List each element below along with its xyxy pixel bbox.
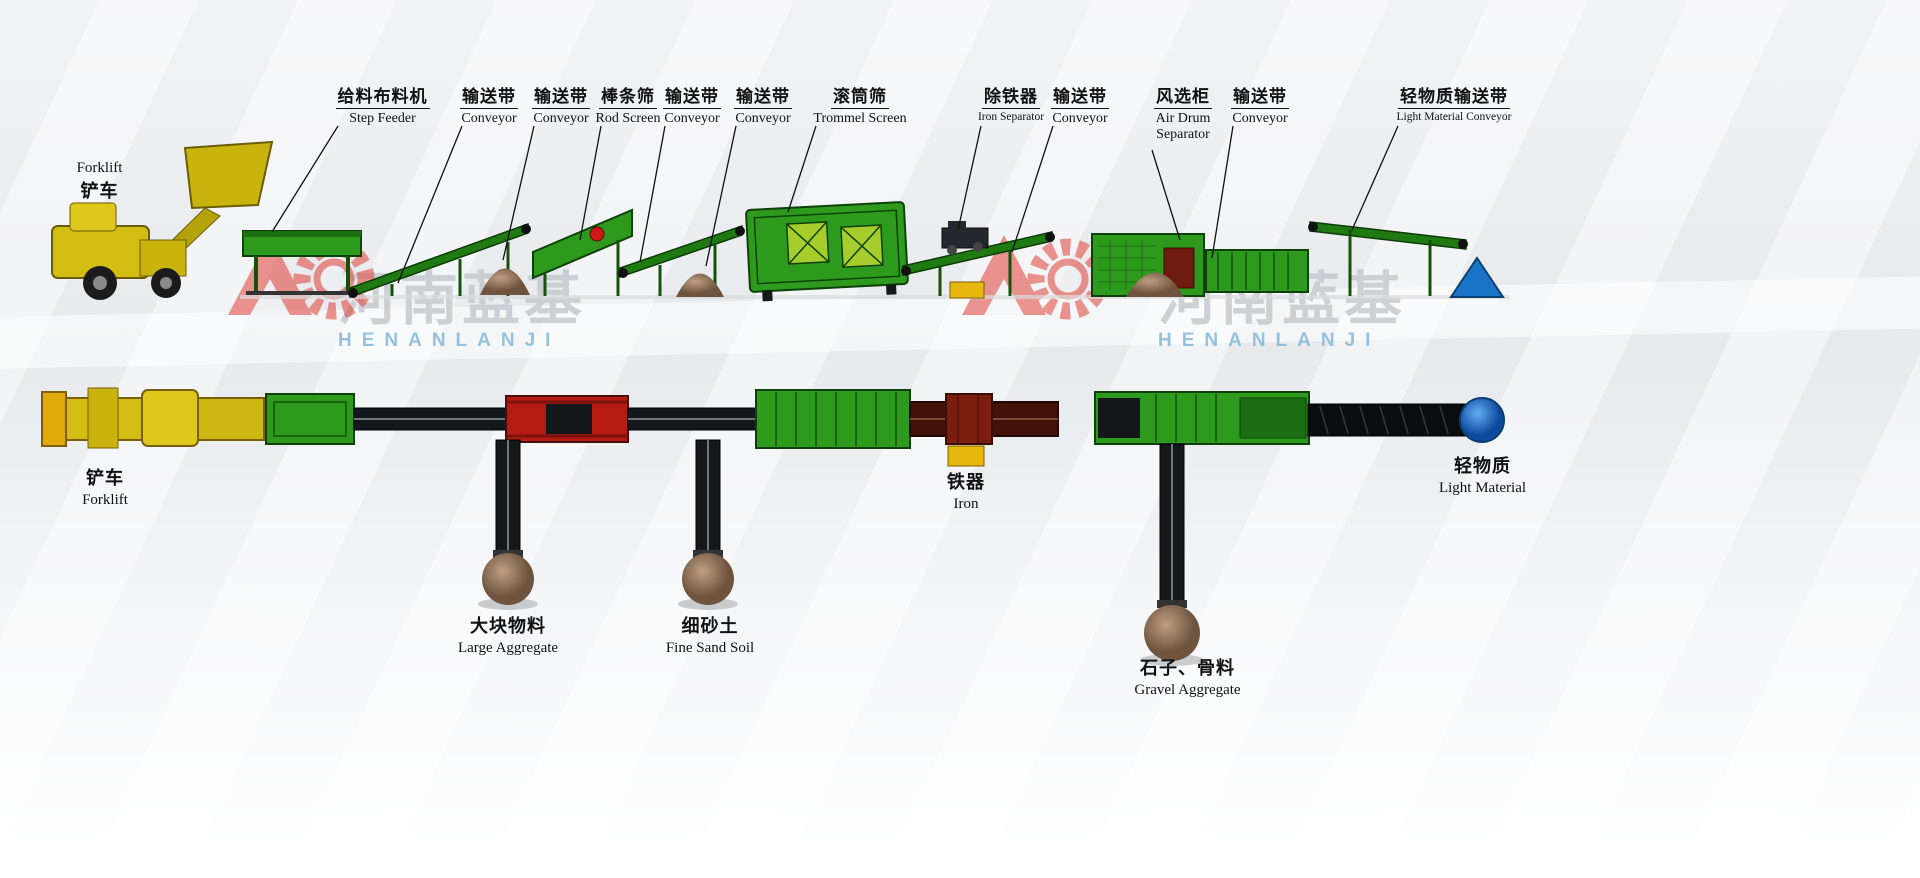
label-step-feeder: 给料布料机 Step Feeder xyxy=(330,82,435,127)
label-gravel-aggregate-en: Gravel Aggregate xyxy=(1134,682,1241,698)
label-rod-screen-zh: 棒条筛 xyxy=(599,82,657,109)
label-air-drum-separator-en: Air Drum Separator xyxy=(1155,111,1211,142)
material-pile-2 xyxy=(676,273,724,297)
iron-box-plan xyxy=(947,445,985,467)
label-conveyor-5-en: Conveyor xyxy=(1052,111,1108,126)
label-light-material-conveyor-en: Light Material Conveyor xyxy=(1396,111,1512,123)
branch-conveyor-gravel xyxy=(1157,443,1187,608)
plan-conveyor-1 xyxy=(353,407,507,431)
material-pile-3 xyxy=(1126,272,1184,297)
label-conveyor-2: 输送带 Conveyor xyxy=(526,82,596,127)
label-rod-screen-en: Rod Screen xyxy=(595,111,661,126)
label-iron-separator-zh: 除铁器 xyxy=(982,82,1040,109)
label-iron-separator-en: Iron Separator xyxy=(977,111,1045,123)
trommel-screen xyxy=(745,201,909,302)
label-iron: 铁器 Iron xyxy=(930,468,1002,513)
label-conveyor-3-zh: 输送带 xyxy=(663,82,721,109)
label-trommel-screen-en: Trommel Screen xyxy=(813,111,907,126)
label-forklift-plan-zh: 铲车 xyxy=(86,468,124,488)
label-trommel-screen: 滚筒筛 Trommel Screen xyxy=(808,82,912,127)
branch-conveyor-fine-sand xyxy=(693,439,723,558)
label-conveyor-2-en: Conveyor xyxy=(533,111,589,126)
label-conveyor-6-en: Conveyor xyxy=(1232,111,1288,126)
label-step-feeder-zh: 给料布料机 xyxy=(335,82,430,109)
fine-sand-pile xyxy=(682,553,734,605)
label-large-aggregate: 大块物料 Large Aggregate xyxy=(438,612,578,657)
label-gravel-aggregate-zh: 石子、骨料 xyxy=(1140,658,1235,678)
label-forklift-side-zh: 铲车 xyxy=(80,181,119,201)
label-step-feeder-en: Step Feeder xyxy=(349,111,416,126)
ground-line xyxy=(240,295,1510,299)
forklift-side xyxy=(51,140,274,300)
watermark-en-right: HENANLANJI xyxy=(1158,330,1381,351)
discharge-conveyor-box xyxy=(1205,249,1309,293)
plan-air-separator xyxy=(1094,391,1310,445)
label-conveyor-1-zh: 输送带 xyxy=(460,82,518,109)
plan-magnetic-section xyxy=(909,393,1059,445)
label-fine-sand-soil-zh: 细砂土 xyxy=(681,616,739,636)
incline-conveyor-2 xyxy=(618,224,745,296)
label-light-material: 轻物质 Light Material xyxy=(1415,452,1550,497)
label-light-material-zh: 轻物质 xyxy=(1454,456,1511,476)
label-conveyor-1: 输送带 Conveyor xyxy=(454,82,524,127)
label-conveyor-6-zh: 输送带 xyxy=(1231,82,1289,109)
label-iron-separator: 除铁器 Iron Separator xyxy=(973,82,1049,124)
label-conveyor-1-en: Conveyor xyxy=(461,111,517,126)
iron-separator-side xyxy=(941,221,989,255)
label-conveyor-4-en: Conveyor xyxy=(735,111,791,126)
branch-conveyor-large-aggregate xyxy=(493,439,523,558)
label-light-material-conveyor-zh: 轻物质输送带 xyxy=(1398,82,1510,109)
gravel-pile xyxy=(1144,605,1200,661)
light-material-conveyor xyxy=(1308,221,1468,296)
label-trommel-screen-zh: 滚筒筛 xyxy=(831,82,889,109)
label-large-aggregate-en: Large Aggregate xyxy=(457,640,559,656)
material-pile-1 xyxy=(480,268,530,295)
label-conveyor-4: 输送带 Conveyor xyxy=(728,82,798,127)
label-iron-zh: 铁器 xyxy=(947,472,985,492)
label-light-material-conveyor: 轻物质输送带 Light Material Conveyor xyxy=(1390,82,1518,124)
label-gravel-aggregate: 石子、骨料 Gravel Aggregate xyxy=(1105,654,1270,699)
label-fine-sand-soil-en: Fine Sand Soil xyxy=(665,640,755,656)
label-rod-screen: 棒条筛 Rod Screen xyxy=(593,82,663,127)
label-conveyor-3: 输送带 Conveyor xyxy=(657,82,727,127)
large-aggregate-pile xyxy=(482,553,534,605)
watermark-en-left: HENANLANJI xyxy=(338,330,561,351)
rod-screen xyxy=(532,208,633,296)
label-forklift-plan-en: Forklift xyxy=(82,492,128,508)
label-conveyor-3-en: Conveyor xyxy=(664,111,720,126)
label-conveyor-6: 输送带 Conveyor xyxy=(1225,82,1295,127)
label-conveyor-5-zh: 输送带 xyxy=(1051,82,1109,109)
plan-light-material-conveyor xyxy=(1307,403,1469,437)
plan-step-feeder xyxy=(265,393,355,445)
light-material-ball xyxy=(1459,397,1505,443)
plan-rod-screen xyxy=(505,395,629,443)
plan-conveyor-2 xyxy=(627,407,757,431)
label-air-drum-separator-zh: 风选柜 xyxy=(1154,82,1212,109)
step-feeder xyxy=(242,230,362,295)
plan-trommel-screen xyxy=(755,389,911,449)
label-forklift-plan: 铲车 Forklift xyxy=(55,464,155,509)
forklift-plan xyxy=(41,387,265,449)
label-iron-en: Iron xyxy=(953,496,979,512)
label-air-drum-separator: 风选柜 Air Drum Separator xyxy=(1146,82,1220,142)
label-large-aggregate-zh: 大块物料 xyxy=(470,616,546,636)
label-forklift-side: Forklift 铲车 xyxy=(52,160,147,203)
leader-lines xyxy=(271,125,1399,284)
label-fine-sand-soil: 细砂土 Fine Sand Soil xyxy=(640,612,780,657)
label-conveyor-4-zh: 输送带 xyxy=(734,82,792,109)
label-conveyor-2-zh: 输送带 xyxy=(532,82,590,109)
label-forklift-side-en: Forklift xyxy=(76,160,123,176)
iron-box-side xyxy=(949,281,985,299)
label-light-material-en: Light Material xyxy=(1438,480,1527,496)
label-conveyor-5: 输送带 Conveyor xyxy=(1045,82,1115,127)
light-material-cone xyxy=(1449,256,1505,298)
